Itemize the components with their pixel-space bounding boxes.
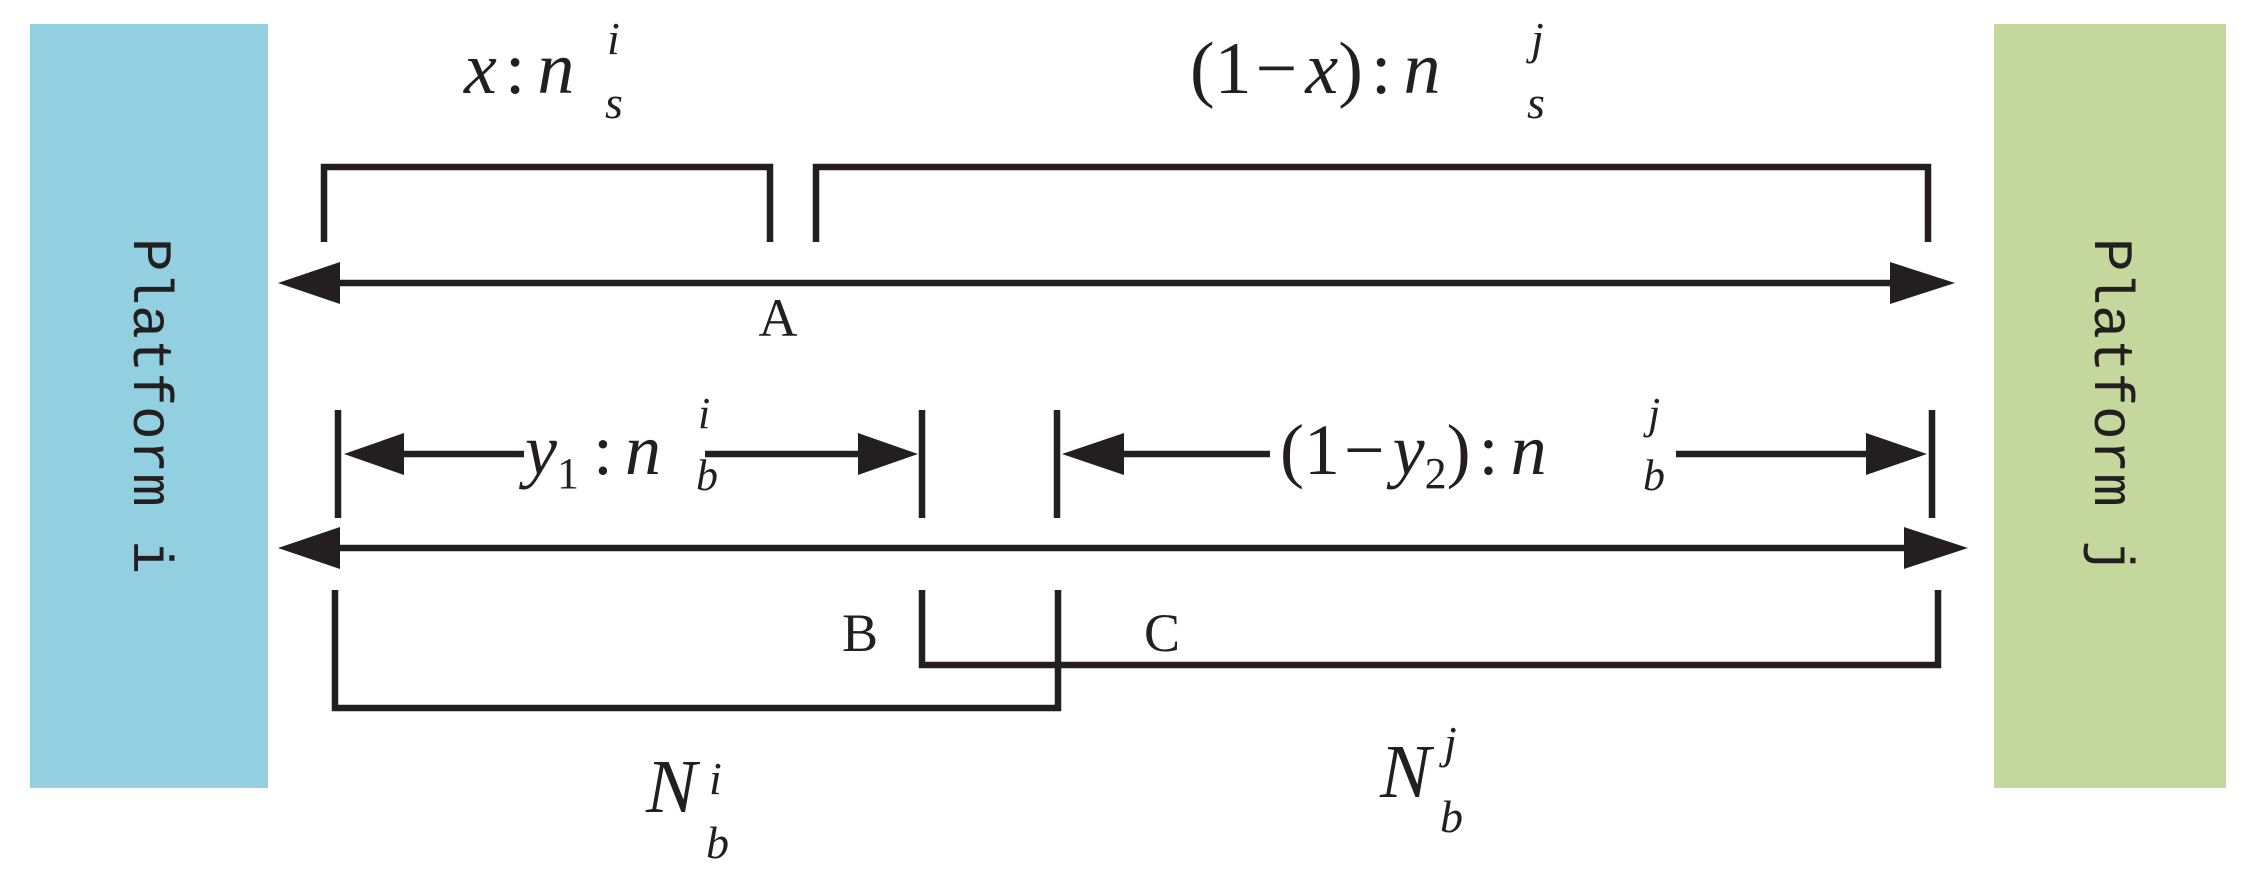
seller-line-right-arrowhead	[1890, 262, 1955, 304]
svg-text:(1−y2):n: (1−y2):n	[1280, 410, 1547, 498]
buyer-j-right-arrowhead	[1866, 433, 1927, 475]
formula-buyer-j: (1−y2):n j b	[1280, 389, 1665, 500]
formula-seller-j: (1−x):n j s	[1190, 13, 1545, 128]
svg-text:i: i	[607, 13, 620, 64]
buyer-j-left-arrowhead	[1062, 433, 1124, 475]
formula-total-i: N i b	[645, 745, 729, 868]
svg-text:i: i	[709, 753, 722, 804]
svg-text:j: j	[1439, 717, 1457, 768]
svg-text:i: i	[698, 389, 710, 438]
formula-total-j: N j b	[1379, 717, 1463, 842]
seller-i-bracket	[320, 163, 774, 242]
total-buyer-j-bracket	[918, 590, 1942, 669]
formula-seller-i: x:n i s	[463, 13, 623, 128]
buyer-line-right-arrowhead	[1904, 527, 1968, 569]
svg-text:b: b	[1643, 451, 1665, 500]
total-buyer-i-bracket	[331, 590, 1062, 712]
svg-text:s: s	[1527, 77, 1545, 128]
svg-text:N: N	[645, 745, 701, 829]
svg-text:j: j	[1643, 389, 1660, 438]
segment-a-label: A	[759, 288, 798, 348]
seller-line-left-arrowhead	[278, 262, 340, 304]
segment-b-label: B	[842, 603, 878, 663]
buyer-i-right-arrowhead	[858, 433, 918, 475]
svg-text:b: b	[706, 817, 729, 868]
svg-text:(1−x):n: (1−x):n	[1190, 28, 1440, 110]
platform-i-box	[30, 24, 268, 788]
platform-j-label: Platform j	[2078, 238, 2142, 574]
svg-text:N: N	[1379, 730, 1435, 814]
svg-text:x:n: x:n	[463, 28, 574, 110]
svg-text:s: s	[605, 77, 623, 128]
buyer-i-left-arrowhead	[344, 433, 404, 475]
svg-text:j: j	[1526, 13, 1544, 64]
segment-c-label: C	[1144, 603, 1180, 663]
formula-buyer-i: y1:n i b	[518, 389, 718, 500]
buyer-line-left-arrowhead	[278, 527, 340, 569]
svg-text:b: b	[1440, 791, 1463, 842]
svg-text:b: b	[696, 451, 718, 500]
platform-i-label: Platform i	[117, 238, 181, 574]
platform-j-box	[1994, 24, 2226, 788]
seller-j-bracket	[812, 163, 1932, 242]
svg-text:y1:n: y1:n	[518, 410, 661, 498]
